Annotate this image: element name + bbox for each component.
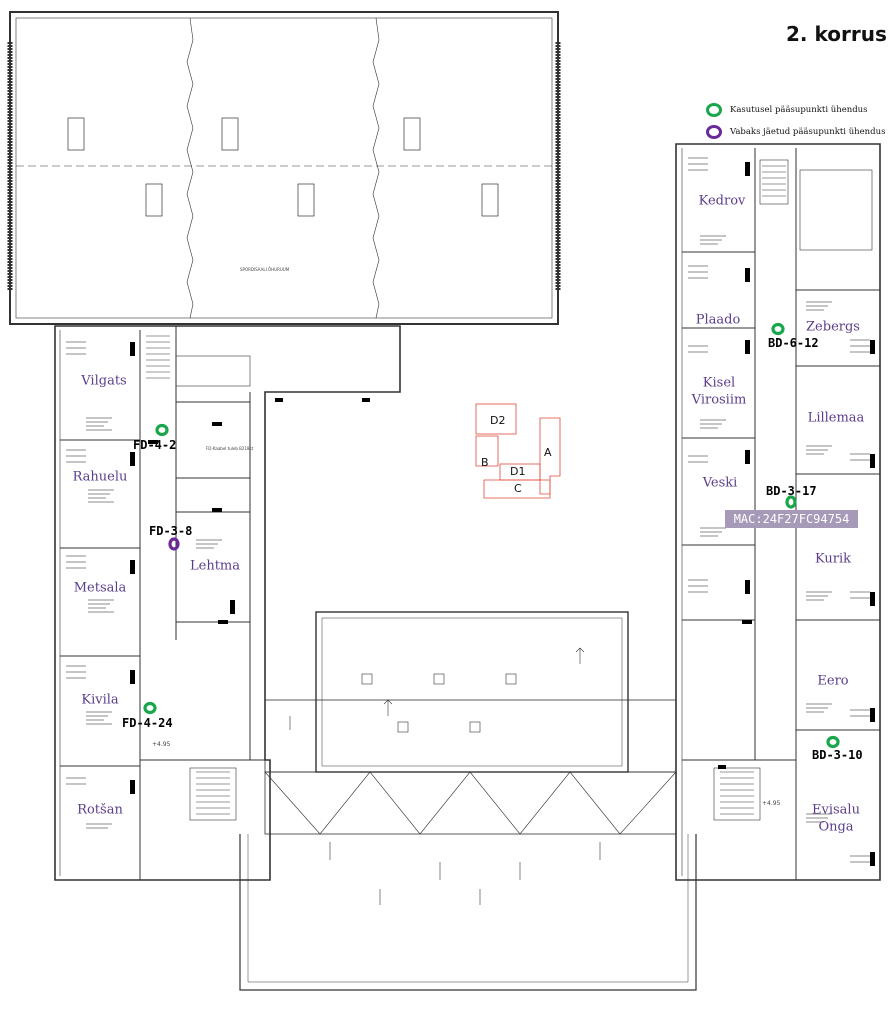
room-zebergs: Zebergs [806,319,860,335]
left-wing-outline [54,325,401,881]
access-point-marker-bd-6-12[interactable] [771,322,785,336]
room-evisalu: Evisalu [812,802,860,818]
room-plaado: Plaado [695,312,741,328]
key-plan-b: B [481,456,489,469]
sports-hall-outline [9,11,559,325]
ap-label-bd-3-10: BD-3-10 [812,748,863,762]
ap-label-bd-6-12: BD-6-12 [768,336,819,350]
ap-label-fd-4-24: FD-4-24 [122,716,173,730]
access-point-marker-fd-4-2[interactable] [155,423,169,437]
access-point-marker-fd-4-24[interactable] [143,701,157,715]
right-wing-outline [675,143,881,881]
room-veski: Veski [702,475,738,491]
ap-label-fd-3-8: FD-3-8 [149,524,193,538]
room-kisel: Kisel [702,375,736,391]
room-lehtma: Lehtma [189,558,241,574]
room-metsala: Metsala [73,580,127,596]
key-plan-d1: D1 [510,465,526,478]
mac-address-tag: MAC:24F27FC94754 [725,510,858,528]
room-kedrov: Kedrov [698,193,746,209]
key-plan-a: A [544,446,552,459]
label-level-left: +4.95 [152,741,171,748]
atrium-outline [315,611,629,773]
green-ring-icon [706,103,722,117]
key-plan-c: C [514,482,522,495]
room-rotsan: Rotšan [77,802,123,818]
key-plan-d2: D2 [490,414,506,427]
purple-ring-icon [706,125,722,139]
ap-label-bd-3-17: BD-3-17 [766,484,817,498]
legend-item-reserved: Vabaks jäetud pääsupunkti ühendus [706,121,885,143]
room-onga: Onga [818,819,854,835]
legend-label-used: Kasutusel pääsupunkti ühendus [730,105,868,115]
room-lillemaa: Lillemaa [807,410,865,426]
legend-label-reserved: Vabaks jäetud pääsupunkti ühendus [730,127,886,137]
label-level-right: +4.95 [762,800,781,807]
page-title: 2. korrus [786,22,887,46]
ap-label-fd-4-2: FD-4-2 [133,438,177,452]
access-point-marker-fd-3-8[interactable] [168,537,180,551]
room-kurik: Kurik [814,551,852,567]
room-vilgats: Vilgats [81,373,127,389]
room-eero: Eero [817,673,849,689]
room-kivila: Kivila [81,692,119,708]
label-sport-hall: SPORDISAALI ÕHURUUM [240,267,290,272]
label-cable-note: FD-Kaabel tuleb B218st [206,446,254,451]
key-plan [475,403,561,499]
legend: Kasutusel pääsupunkti ühendus Vabaks jäe… [706,99,885,143]
access-point-marker-bd-3-17[interactable] [785,495,797,509]
room-virosiim: Virosiim [691,392,747,408]
legend-item-used: Kasutusel pääsupunkti ühendus [706,99,885,121]
access-point-marker-bd-3-10[interactable] [826,735,840,749]
room-rahuelu: Rahuelu [72,469,128,485]
